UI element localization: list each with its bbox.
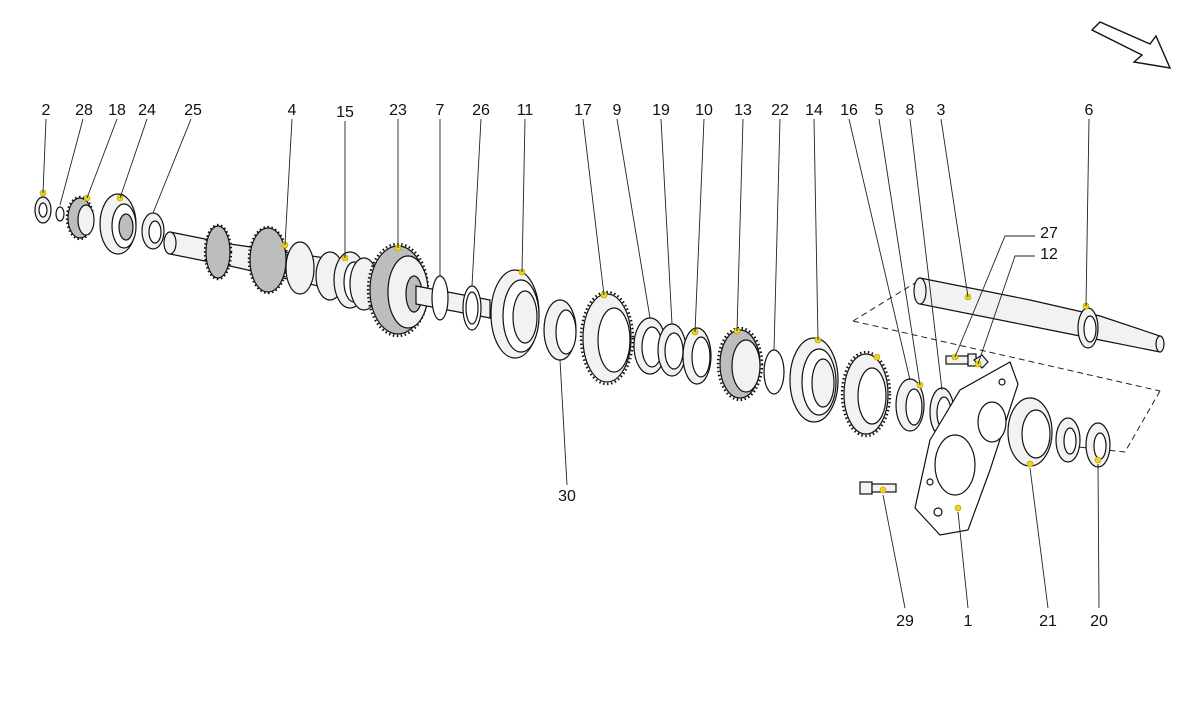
- part-26-ring: [462, 285, 482, 331]
- part-16-gear: [840, 350, 892, 438]
- callout-15: 15: [336, 104, 354, 121]
- callout-17: 17: [574, 102, 592, 119]
- callout-3: 3: [937, 102, 946, 119]
- part-10-sleeve: [682, 327, 712, 385]
- part-29-bolt: [859, 481, 897, 495]
- direction-arrow-icon: [1090, 21, 1172, 69]
- assembly-outline: [852, 282, 1161, 453]
- callout-22: 22: [771, 102, 789, 119]
- part-14-hub: [789, 337, 839, 423]
- callout-27: 27: [1040, 225, 1058, 242]
- leader-lines: [42, 118, 1100, 609]
- part-2-nut: [34, 196, 52, 224]
- callout-14: 14: [805, 102, 823, 119]
- callout-18: 18: [108, 102, 126, 119]
- part-4-main-shaft: [163, 223, 381, 301]
- callout-1: 1: [964, 613, 973, 630]
- callout-12: 12: [1040, 246, 1058, 263]
- part-22-ring: [763, 349, 785, 395]
- callout-28: 28: [75, 102, 93, 119]
- callout-25: 25: [184, 102, 202, 119]
- callout-7: 7: [436, 102, 445, 119]
- part-25-washer: [141, 212, 165, 250]
- part-5-bushing: [895, 378, 925, 432]
- part-21-bearing: [1007, 397, 1053, 467]
- part-23-gear: [366, 242, 430, 338]
- callout-23: 23: [389, 102, 407, 119]
- part-18-gear: [65, 195, 95, 241]
- callout-6: 6: [1085, 102, 1094, 119]
- part-30-bushing: [543, 299, 577, 361]
- part-9-ring: [633, 317, 667, 375]
- callout-24: 24: [138, 102, 156, 119]
- callout-11: 11: [517, 102, 534, 119]
- part-13-gear: [716, 326, 764, 402]
- part-28-ring: [55, 206, 65, 222]
- part-11-hub: [490, 269, 540, 359]
- part-19-synchro-ring: [657, 323, 687, 377]
- callout-26: 26: [472, 102, 490, 119]
- part-27-bolt: [945, 353, 977, 367]
- callout-19: 19: [652, 102, 670, 119]
- part-20-nut: [1055, 417, 1111, 468]
- callout-9: 9: [613, 102, 622, 119]
- part-17-gear: [579, 290, 635, 386]
- callout-4: 4: [288, 102, 297, 119]
- callout-13: 13: [734, 102, 752, 119]
- callout-8: 8: [906, 102, 915, 119]
- callout-labels: 2 28 18 24 25 4 15 23 7 26 11 17 9 19 10…: [42, 102, 1108, 630]
- callout-5: 5: [875, 102, 884, 119]
- callout-16: 16: [840, 102, 858, 119]
- callout-20: 20: [1090, 613, 1108, 630]
- callout-10: 10: [695, 102, 713, 119]
- part-24-bearing: [99, 193, 137, 255]
- part-3-output-shaft: [913, 277, 1165, 353]
- reference-markers: [39, 189, 1102, 512]
- callout-21: 21: [1039, 613, 1057, 630]
- callout-29: 29: [896, 613, 914, 630]
- part-6-bearing: [1077, 307, 1099, 349]
- callout-30: 30: [558, 488, 576, 505]
- part-1-plate: [914, 361, 1019, 536]
- callout-2: 2: [42, 102, 51, 119]
